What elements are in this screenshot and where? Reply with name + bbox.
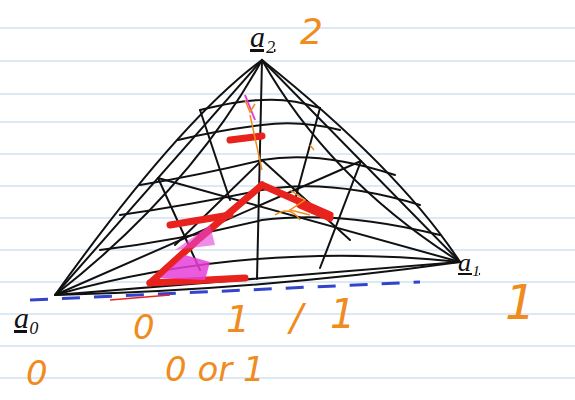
index-number: 1 <box>330 294 355 334</box>
vertex-label: a₀ <box>14 303 39 333</box>
index-number: 0 <box>26 356 48 390</box>
slash-mark: / <box>290 298 303 336</box>
note-text: 0 or 1 <box>165 352 265 386</box>
index-number: 1 <box>226 300 250 338</box>
index-number: 0 <box>133 310 155 344</box>
vertex-label: a₂ <box>250 22 275 52</box>
vertex-label: a₁ <box>458 250 480 276</box>
index-number: 2 <box>300 14 323 50</box>
index-number: 1 <box>505 278 536 326</box>
